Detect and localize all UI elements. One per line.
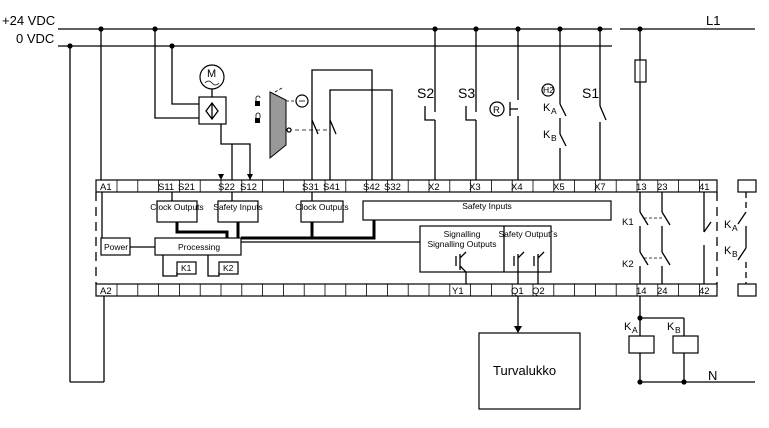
contact-kb-label: K <box>543 129 551 141</box>
external-contactor-contacts: K A K B <box>724 179 757 297</box>
terminal-23: 23 <box>657 182 668 193</box>
relay-k1-box <box>176 261 197 275</box>
terminal-s32: S32 <box>384 182 401 193</box>
coil-kb <box>672 335 699 354</box>
relay-k1-label: K1 <box>181 263 192 273</box>
coil-kb-label: K <box>667 321 675 333</box>
terminal-x7: X7 <box>594 182 606 193</box>
bottom-terminal-labels: A2 Y1 Q1 Q2 14 24 42 <box>100 286 710 297</box>
signalling-outputs-label: Signalling <box>444 229 481 239</box>
coil-kb-subscript: B <box>675 325 681 335</box>
contact-ka-label: K <box>543 102 551 114</box>
motor-sensor: M <box>154 29 253 180</box>
power-label: Power <box>104 242 128 252</box>
right-ka-label: K <box>724 219 732 231</box>
lock-closed-icon <box>255 118 260 123</box>
terminal-q2: Q2 <box>532 286 545 297</box>
clock-outputs-block-2 <box>300 200 344 223</box>
terminal-42: 42 <box>699 286 710 297</box>
motor-symbol-label: M <box>207 68 216 80</box>
coil-ka-subscript: A <box>632 325 638 335</box>
reset-symbol-label: R <box>493 105 500 116</box>
top-terminal-labels: A1 S11 S21 S22 S12 S31 S41 S42 S32 X2 X3… <box>100 182 710 193</box>
terminal-s12: S12 <box>240 182 257 193</box>
terminal-x5: X5 <box>553 182 565 193</box>
terminal-a2: A2 <box>100 286 112 297</box>
turvalukko-box <box>478 332 581 410</box>
outputs-block <box>419 225 552 273</box>
contact-ka-subscript: A <box>551 106 557 116</box>
h2-symbol-label: H2 <box>543 85 554 95</box>
line-label: L1 <box>706 13 720 28</box>
terminal-s42: S42 <box>363 182 380 193</box>
terminal-a1: A1 <box>100 182 112 193</box>
relay-k2-box <box>218 261 239 275</box>
output-load-circuit <box>634 29 647 180</box>
guard-lock-switch <box>255 69 393 180</box>
turvalukko-label: Turvalukko <box>493 363 556 378</box>
contact-k1-label: K1 <box>622 217 634 228</box>
neutral-label: N <box>708 368 717 383</box>
switch-s1-label: S1 <box>582 85 599 101</box>
safety-outputs-label: Safety Output`s <box>498 229 557 239</box>
right-kb-subscript: B <box>732 249 738 259</box>
processing-label: Processing <box>178 242 220 252</box>
supply-negative-label: 0 VDC <box>16 31 54 46</box>
field-switches: S2 S3 R H2 K A K B S1 <box>417 29 607 180</box>
terminal-x2: X2 <box>428 182 440 193</box>
terminal-24: 24 <box>657 286 668 297</box>
relay-contacts: K1 K2 <box>622 192 712 284</box>
safety-inputs-label-1: Safety Inputs <box>213 202 263 212</box>
contactor-coils: K A K B <box>624 296 755 385</box>
terminal-s21: S21 <box>178 182 195 193</box>
reset-icon <box>489 101 505 117</box>
safety-inputs-main-label: Safety Inputs <box>462 201 512 211</box>
terminal-41: 41 <box>699 182 710 193</box>
terminal-x3: X3 <box>469 182 481 193</box>
h2-icon <box>541 83 555 97</box>
contact-kb-subscript: B <box>551 133 557 143</box>
lock-open-icon <box>255 101 260 106</box>
switch-s3-label: S3 <box>458 85 475 101</box>
terminal-s22: S22 <box>218 182 235 193</box>
power-rails <box>58 26 755 49</box>
supply-wiring <box>69 29 105 383</box>
right-ka-subscript: A <box>732 223 738 233</box>
coil-ka-label: K <box>624 321 632 333</box>
relay-k2-label: K2 <box>223 263 234 273</box>
clock-outputs-label-2: Clock Outputs <box>295 202 348 212</box>
terminal-y1: Y1 <box>452 286 464 297</box>
terminal-s41: S41 <box>323 182 340 193</box>
terminal-14: 14 <box>636 286 647 297</box>
terminal-x4: X4 <box>511 182 523 193</box>
terminal-s31: S31 <box>302 182 319 193</box>
terminal-13: 13 <box>636 182 647 193</box>
signalling-outputs-label-2: Signalling Outputs <box>428 239 497 249</box>
terminal-s11: S11 <box>158 182 174 193</box>
safety-inputs-main-block <box>362 200 612 221</box>
processing-block <box>154 237 242 256</box>
terminal-q1: Q1 <box>511 286 524 297</box>
right-kb-label: K <box>724 245 732 257</box>
safety-relay-module <box>95 179 718 297</box>
coil-ka <box>628 335 655 354</box>
supply-positive-label: +24 VDC <box>2 13 55 28</box>
contact-k2-label: K2 <box>622 259 634 270</box>
switch-s2-label: S2 <box>417 85 434 101</box>
fuse-icon <box>634 59 647 83</box>
internal-blocks: Clock Outputs Safety Inputs Clock Output… <box>100 192 612 410</box>
clock-outputs-label-1: Clock Outputs <box>150 202 203 212</box>
